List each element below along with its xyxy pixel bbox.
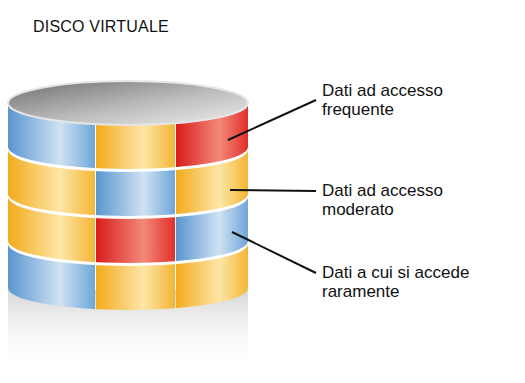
disk-row xyxy=(8,236,248,316)
leader-line xyxy=(232,232,316,273)
callout-label: Dati a cui si accede raramente xyxy=(322,263,492,301)
disk-top xyxy=(8,81,248,125)
disk-row xyxy=(8,190,248,270)
disk-row xyxy=(8,140,248,220)
callout-label: Dati ad accesso moderato xyxy=(322,181,472,219)
leader-line xyxy=(230,190,316,191)
callout-label: Dati ad accesso frequente xyxy=(322,81,472,119)
diagram-title: DISCO VIRTUALE xyxy=(33,18,169,36)
leader-line xyxy=(228,100,316,140)
